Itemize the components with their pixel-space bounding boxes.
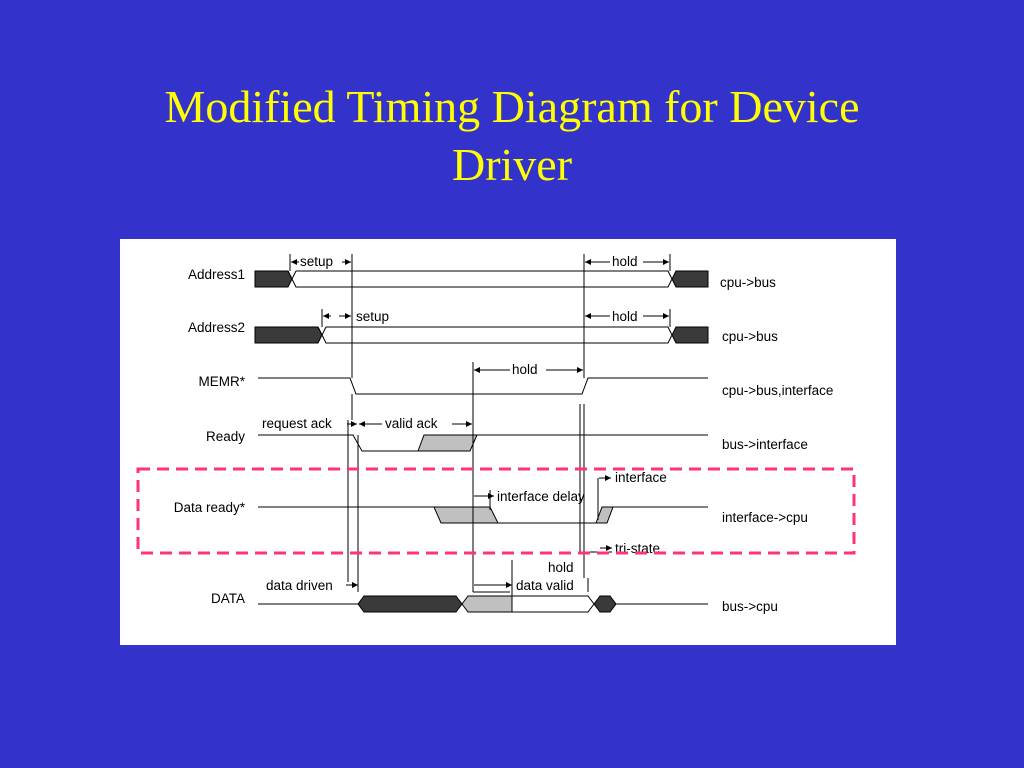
timing-reference-lines <box>289 254 671 596</box>
signal-label-memr: MEMR* <box>199 374 246 389</box>
waveform-data-ready <box>258 506 708 524</box>
direction-label-data: bus->cpu <box>722 599 778 614</box>
annotation-interface: interface <box>615 470 667 485</box>
annotation-data-driven: data driven <box>266 578 333 593</box>
annotation-hold-address2: hold <box>612 309 638 324</box>
annotation-setup-address2: setup <box>356 309 389 324</box>
direction-label-address1: cpu->bus <box>720 275 776 290</box>
annotation-hold-memr: hold <box>512 362 538 377</box>
timing-diagram-svg: Address1 Address2 MEMR* Ready Data ready… <box>174 254 833 614</box>
annotation-valid-ack: valid ack <box>385 416 438 431</box>
annotation-request-ack: request ack <box>262 416 332 431</box>
waveform-memr <box>258 377 708 395</box>
signal-label-address2: Address2 <box>188 320 245 335</box>
waveform-address1 <box>254 270 709 288</box>
annotation-hold-data: hold <box>548 560 574 575</box>
annotation-hold-address1: hold <box>612 254 638 269</box>
annotation-interface-delay: interface delay <box>497 489 585 504</box>
signal-label-data-ready: Data ready* <box>174 500 246 515</box>
direction-label-ready: bus->interface <box>722 437 808 452</box>
annotation-tri-state: tri-state <box>615 541 660 556</box>
annotation-setup-address1: setup <box>300 254 333 269</box>
signal-label-ready: Ready <box>206 429 245 444</box>
slide-title: Modified Timing Diagram for Device Drive… <box>0 78 1024 194</box>
signal-label-address1: Address1 <box>188 267 245 282</box>
timing-diagram: Address1 Address2 MEMR* Ready Data ready… <box>120 239 896 645</box>
signal-label-data: DATA <box>211 591 245 606</box>
slide-title-line-2: Driver <box>451 139 573 190</box>
waveform-data <box>258 595 708 613</box>
waveform-address2 <box>254 326 709 344</box>
direction-label-memr: cpu->bus,interface <box>722 383 833 398</box>
annotation-data-valid: data valid <box>516 578 574 593</box>
direction-label-data-ready: interface->cpu <box>722 510 808 525</box>
waveform-ready <box>258 434 708 452</box>
direction-label-address2: cpu->bus <box>722 329 778 344</box>
slide-title-line-1: Modified Timing Diagram for Device <box>164 81 860 132</box>
